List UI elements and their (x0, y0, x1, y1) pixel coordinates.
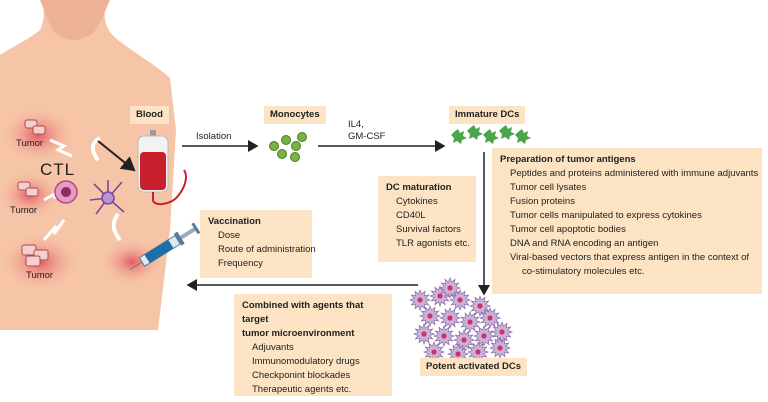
syringe-icon (129, 222, 201, 270)
activated-dc (439, 277, 461, 299)
dendritic-cell-in-body (89, 180, 125, 215)
arrow-body-to-blood (97, 140, 136, 172)
combined-title-line-2: tumor microenvironment (242, 328, 355, 339)
isolation-label: Isolation (196, 131, 232, 142)
tumor-antigens-item: Tumor cells manipulated to express cytok… (510, 210, 702, 221)
vaccination-item: Dose (218, 230, 241, 241)
tumor-antigens-title: Preparation of tumor antigens (500, 154, 636, 165)
tumor-antigens-item: Fusion proteins (510, 196, 575, 207)
activated-dc (419, 305, 441, 327)
combined-title-line-1: Combined with agents that target (242, 300, 364, 325)
vaccination-title: Vaccination (208, 216, 261, 227)
tumor-label-1: Tumor (16, 138, 44, 149)
attack-bolt-1 (49, 138, 73, 158)
injection-glow (100, 238, 164, 286)
ctl-label: CTL (40, 160, 76, 179)
tumor-cells-1 (24, 119, 46, 135)
tumor-antigens-item: Viral-based vectors that express antigen… (510, 252, 750, 263)
tumor-glow-1 (0, 107, 76, 163)
activated-dc (433, 325, 455, 347)
vaccination-item: Route of administration (218, 244, 316, 255)
immature-dcs-cluster (451, 125, 531, 144)
dc-maturation-item: Cytokines (396, 196, 438, 207)
tumor-cells-2 (17, 181, 39, 197)
blood-bag-icon (137, 130, 187, 206)
activated-dc (479, 307, 501, 329)
tumor-label-2: Tumor (10, 205, 38, 216)
dc-maturation-title: DC maturation (386, 182, 452, 193)
dc-maturation-item: Survival factors (396, 224, 461, 235)
attack-bolt-3 (42, 219, 66, 241)
tumor-cells-3 (21, 244, 49, 267)
gmcsf-label: GM-CSF (348, 131, 386, 142)
activated-dc (439, 307, 461, 329)
tumor-antigens-item: DNA and RNA encoding an antigen (510, 238, 659, 249)
vaccination-item: Frequency (218, 258, 263, 269)
monocytes-label: Monocytes (264, 106, 326, 124)
tumor-antigens-item: Peptides and proteins administered with … (510, 168, 759, 179)
combined-item: Immunomodulatory drugs (252, 356, 360, 367)
dc-maturation-box: DC maturation Cytokines CD40L Survival f… (378, 176, 476, 262)
activated-dc (409, 289, 431, 311)
dc-maturation-item: CD40L (396, 210, 426, 221)
vaccination-box: Vaccination Dose Route of administration… (200, 210, 316, 278)
combined-item: Checkponint blockades (252, 370, 351, 381)
monocytes-cluster (269, 132, 307, 162)
potent-dcs-label: Potent activated DCs (420, 358, 528, 376)
tumor-antigens-box: Preparation of tumor antigens Peptides a… (492, 148, 762, 294)
tumor-antigens-item: co-stimulatory molecules etc. (522, 266, 645, 277)
combined-item: Therapeutic agents etc. (252, 384, 352, 395)
tumor-antigens-item: Tumor cell apoptotic bodies (510, 224, 626, 235)
body-arrow-1 (91, 136, 102, 162)
tumor-antigens-item: Tumor cell lysates (510, 182, 587, 193)
tumor-label-3: Tumor (26, 270, 54, 281)
activated-dc (453, 329, 475, 351)
activated-dc (449, 289, 471, 311)
potent-activated-dcs-cluster (409, 277, 513, 365)
il4-label: IL4, (348, 119, 364, 130)
activated-dc (489, 337, 511, 359)
ctl-cell (54, 180, 78, 204)
dc-maturation-item: TLR agonists etc. (396, 238, 470, 249)
activated-dc (491, 321, 513, 343)
body-arrow-2 (111, 212, 122, 242)
combined-item: Adjuvants (252, 342, 294, 353)
combined-agents-box: Combined with agents that target tumor m… (234, 294, 392, 396)
activated-dc (473, 325, 495, 347)
activated-dc (459, 311, 481, 333)
immature-dcs-label: Immature DCs (449, 106, 526, 124)
activated-dc (413, 323, 435, 345)
blood-label: Blood (130, 106, 169, 124)
